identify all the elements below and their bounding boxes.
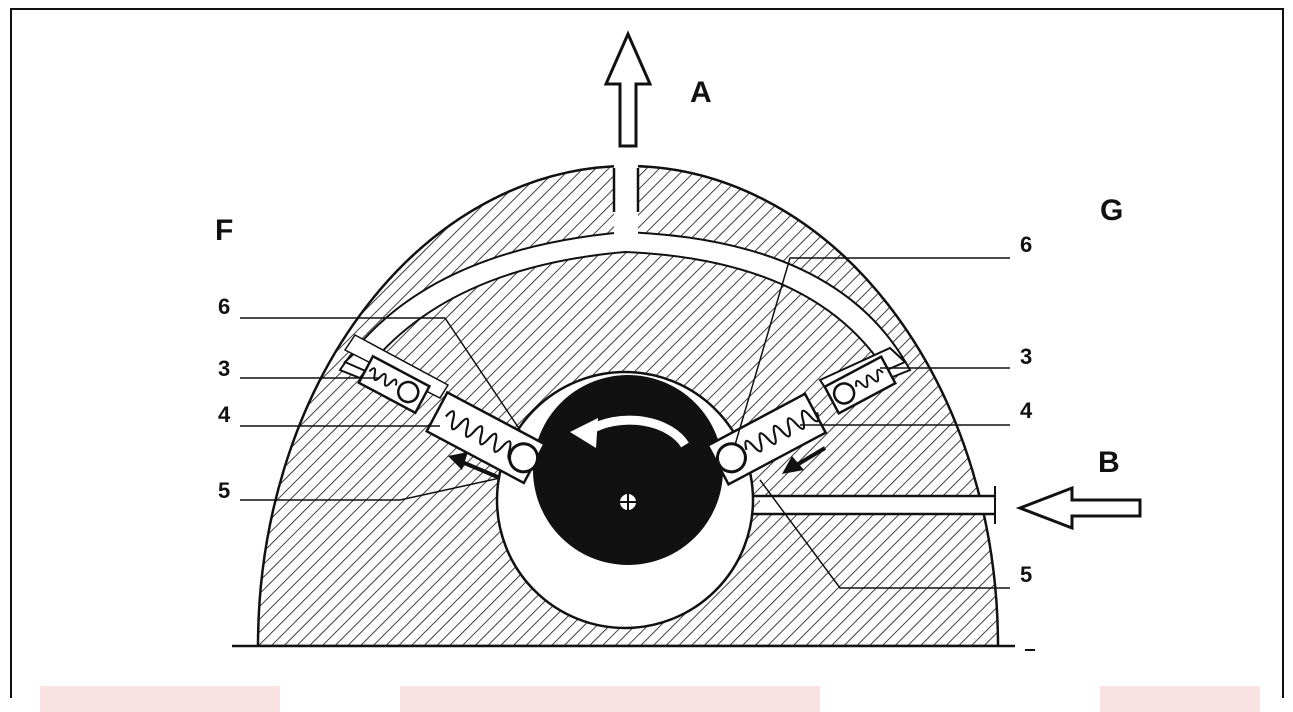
- watermark-logo: [1100, 686, 1260, 712]
- rotation-arrow-icon: [570, 415, 689, 448]
- rotor: [533, 375, 723, 565]
- right-check-valve: [823, 355, 897, 415]
- label-left-4: 4: [218, 402, 231, 427]
- right-flow-arrow-icon: [782, 446, 827, 474]
- label-right-5: 5: [1020, 562, 1032, 587]
- label-right-4: 4: [1020, 398, 1033, 423]
- label-side-F: F: [215, 214, 233, 247]
- label-inlet-B: B: [1098, 446, 1120, 479]
- left-leader-lines: [240, 317, 521, 501]
- left-flow-arrow-icon: [448, 452, 501, 480]
- left-check-valve: [357, 354, 432, 415]
- diagram-frame: [10, 8, 1284, 698]
- outlet-slot: [614, 160, 638, 245]
- inlet-arrow-icon: [1015, 485, 1142, 531]
- inlet-slot: [760, 496, 1005, 514]
- label-right-6: 6: [1020, 232, 1032, 257]
- label-side-G: G: [1100, 194, 1123, 227]
- right-piston-assembly: [706, 392, 828, 486]
- watermark-logo: [40, 686, 280, 712]
- left-piston-assembly: [425, 390, 547, 485]
- label-left-5: 5: [218, 478, 230, 503]
- annular-channel: [338, 230, 912, 380]
- watermark-logo: [400, 686, 820, 712]
- right-leader-lines: [734, 257, 1010, 589]
- outlet-arrow-icon: [603, 30, 653, 148]
- label-right-3: 3: [1020, 344, 1032, 369]
- label-left-6: 6: [218, 294, 230, 319]
- label-outlet-A: A: [690, 76, 712, 109]
- label-left-3: 3: [218, 356, 230, 381]
